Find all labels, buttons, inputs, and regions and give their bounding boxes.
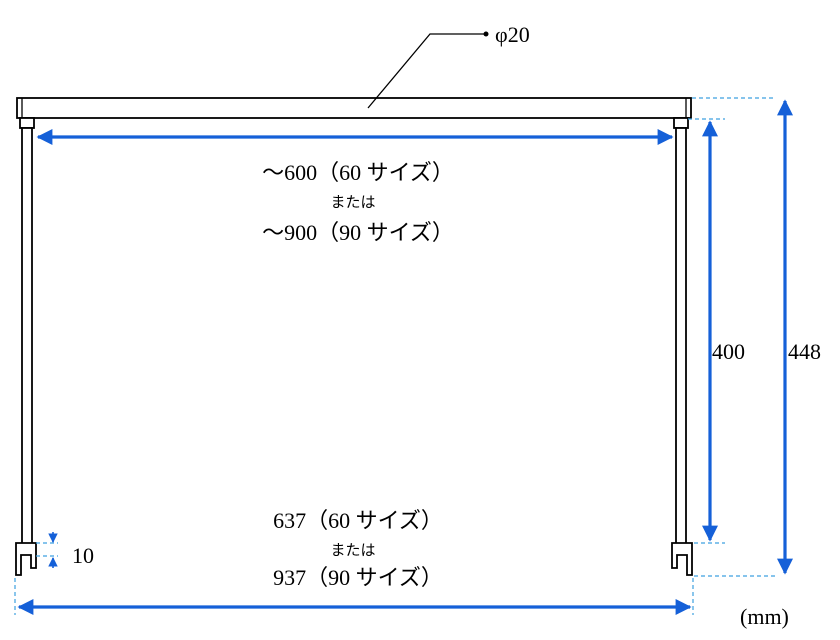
total-height-label: 448 bbox=[788, 339, 821, 364]
dimension-lines bbox=[17, 99, 793, 615]
inner-width-label-90: ～900（90 サイズ） bbox=[262, 220, 454, 245]
diameter-leader bbox=[367, 31, 489, 109]
or-label-2: または bbox=[330, 542, 375, 559]
outer-width-label-60: 637（60 サイズ） bbox=[273, 508, 443, 533]
or-label-1: または bbox=[330, 194, 375, 211]
top-bar bbox=[16, 97, 692, 119]
foot-height-label: 10 bbox=[72, 543, 94, 568]
left-leg bbox=[15, 117, 37, 576]
inner-height-label: 400 bbox=[712, 339, 745, 364]
pipe-diameter-label: φ20 bbox=[495, 22, 530, 47]
unit-label: (mm) bbox=[740, 604, 789, 629]
extension-lines bbox=[14, 97, 775, 615]
inner-width-label-60: ～600（60 サイズ） bbox=[262, 160, 454, 185]
right-leg bbox=[671, 117, 693, 576]
outer-width-label-90: 937（90 サイズ） bbox=[273, 565, 443, 590]
